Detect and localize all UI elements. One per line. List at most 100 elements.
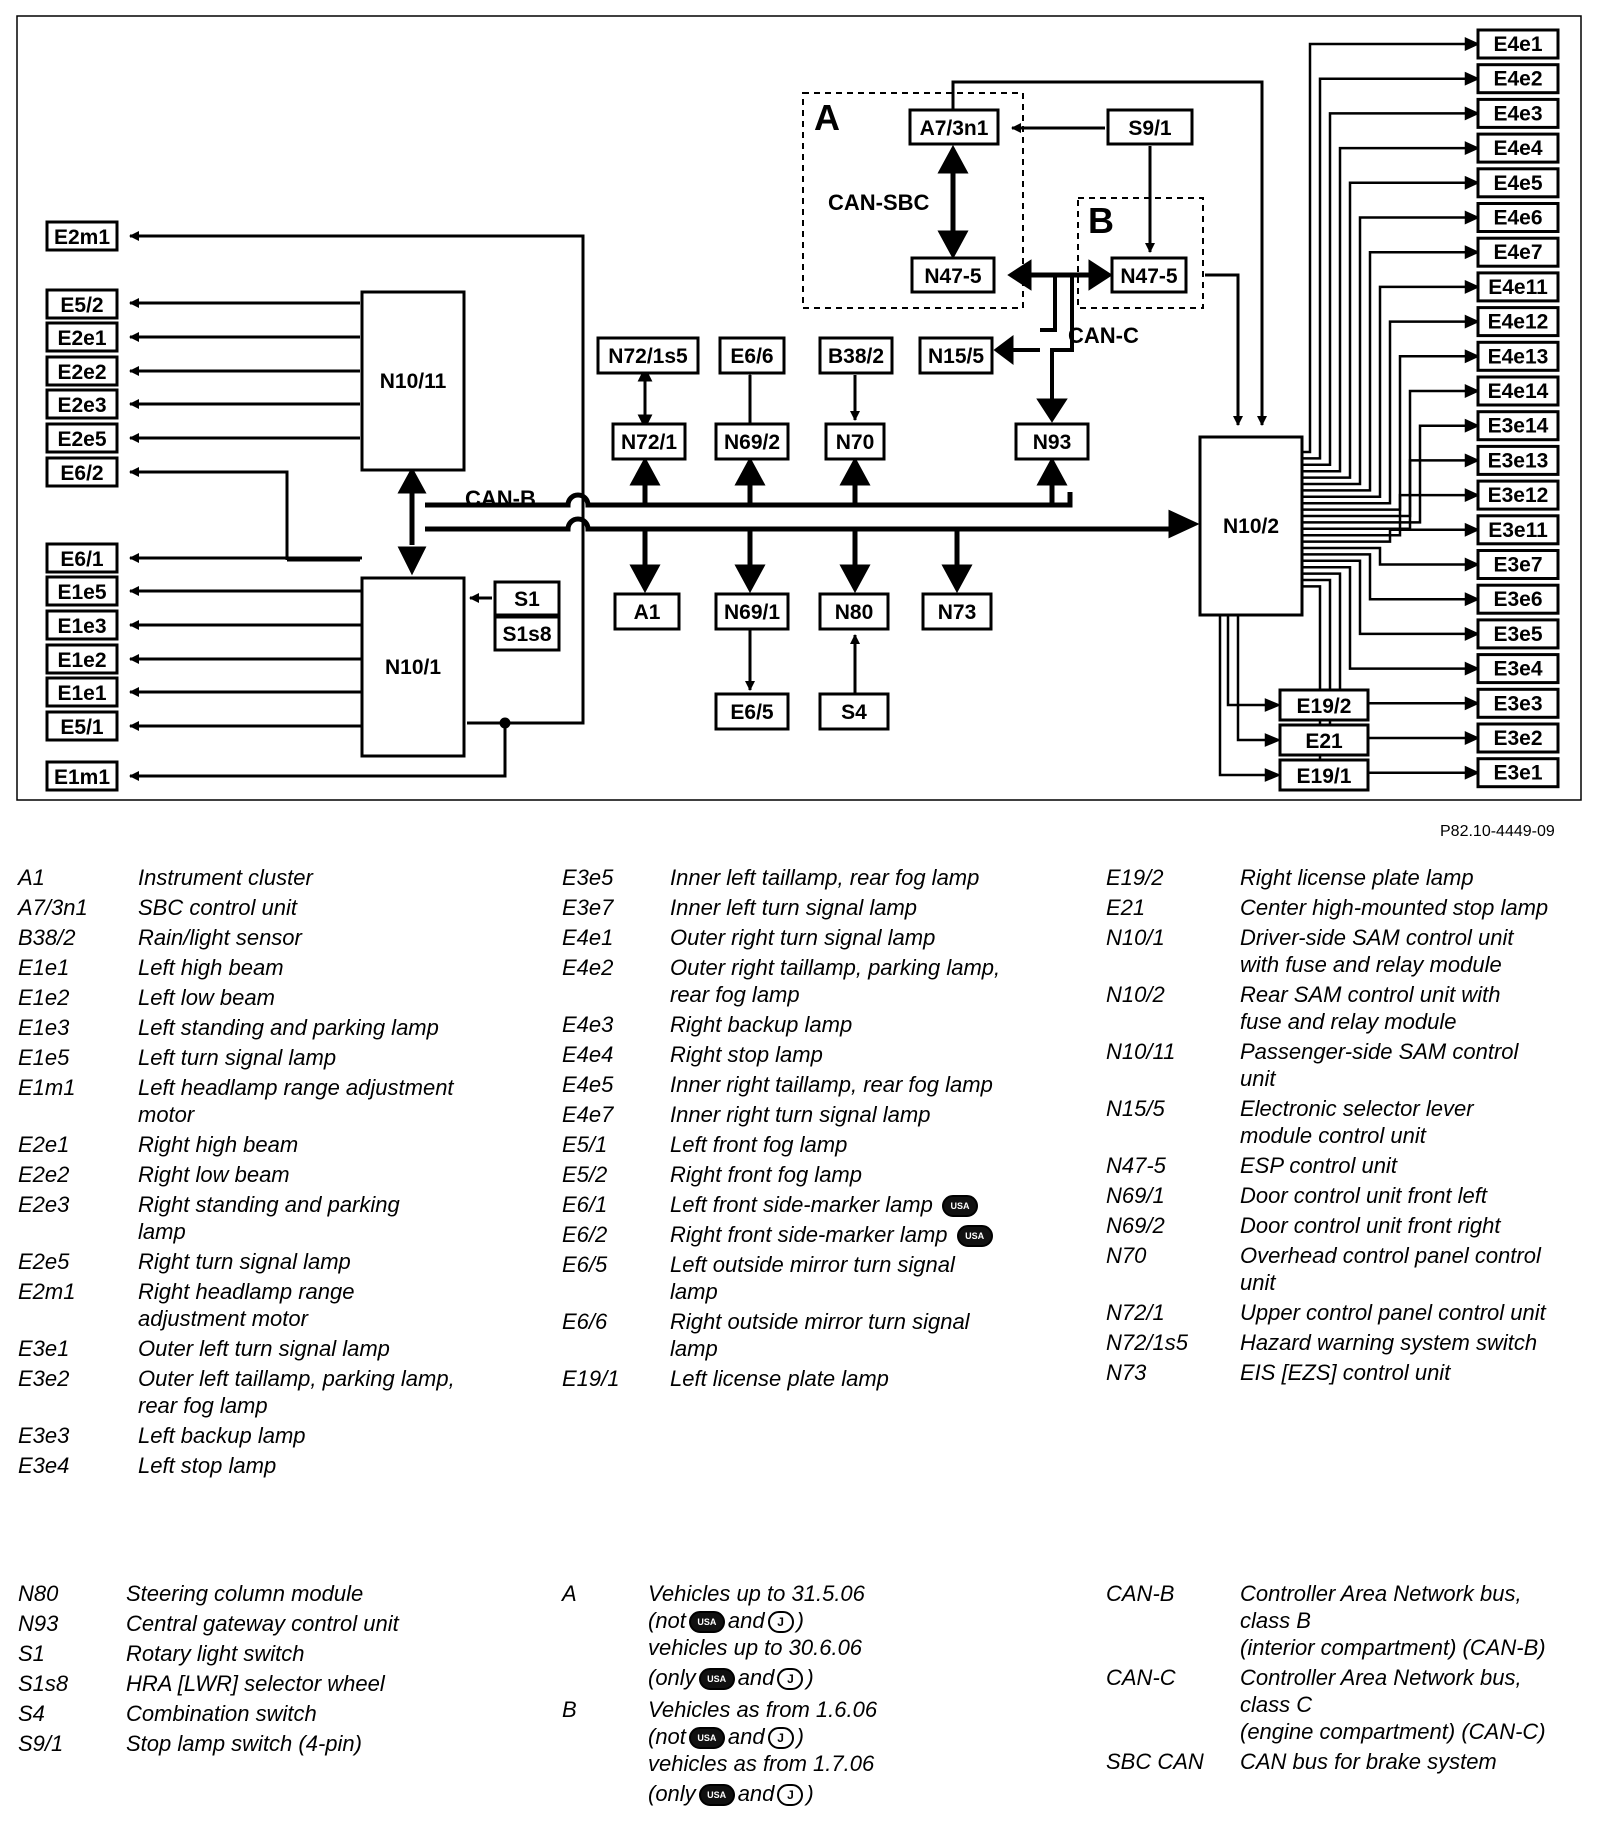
- box-label: E4e1: [1493, 33, 1542, 56]
- box-e2e1[interactable]: E2e1: [45, 321, 119, 353]
- box-n70[interactable]: N70: [824, 422, 886, 461]
- legend-code: E3e2: [18, 1366, 70, 1391]
- box-n69-2[interactable]: N69/2: [714, 422, 790, 461]
- box-e4e3[interactable]: E4e3: [1476, 97, 1560, 129]
- box-e3e13[interactable]: E3e13: [1476, 444, 1560, 476]
- box-e1e5[interactable]: E1e5: [45, 575, 119, 607]
- svg-text:N80: N80: [835, 601, 874, 624]
- legend-description: HRA [LWR] selector wheel: [126, 1671, 385, 1696]
- box-n72-1[interactable]: N72/1: [611, 422, 687, 461]
- box-e19-1[interactable]: E19/1: [1278, 758, 1370, 792]
- box-e4e11[interactable]: E4e11: [1476, 271, 1560, 303]
- component-boxes: A7/3n1 S9/1 N47-5 N47-5 E2m1 E5/2 E2e1 E…: [45, 108, 1370, 792]
- box-s4[interactable]: S4: [818, 692, 890, 731]
- legend-code: E6/1: [562, 1192, 608, 1217]
- n10-2-fanout: [1218, 37, 1481, 782]
- box-n10-11[interactable]: N10/11: [360, 290, 466, 472]
- box-e2e5[interactable]: E2e5: [45, 422, 119, 454]
- box-e6-6[interactable]: E6/6: [718, 336, 786, 375]
- legend-code: A7/3n1: [18, 895, 88, 920]
- box-s9-1[interactable]: S9/1: [1106, 108, 1194, 146]
- box-n93[interactable]: N93: [1014, 422, 1090, 461]
- fanout-arrowhead: [1464, 696, 1481, 711]
- box-e4e5[interactable]: E4e5: [1476, 167, 1560, 199]
- box-a7-3n1[interactable]: A7/3n1: [908, 108, 1000, 146]
- legend-description: Right low beam: [138, 1162, 290, 1187]
- box-e3e1[interactable]: E3e1: [1476, 757, 1560, 789]
- box-e6-5[interactable]: E6/5: [714, 692, 790, 731]
- box-e6-1[interactable]: E6/1: [45, 542, 119, 574]
- box-e3e3[interactable]: E3e3: [1476, 687, 1560, 719]
- fanout-wire: [1302, 565, 1476, 670]
- svg-text:N10/1: N10/1: [385, 656, 441, 679]
- box-e4e12[interactable]: E4e12: [1476, 306, 1560, 338]
- box-label: E3e7: [1493, 554, 1542, 577]
- svg-text:E5/1: E5/1: [60, 716, 104, 739]
- box-e1e3[interactable]: E1e3: [45, 609, 119, 641]
- lower-output-wire: [1236, 615, 1278, 742]
- box-e3e11[interactable]: E3e11: [1476, 514, 1560, 546]
- box-b38-2[interactable]: B38/2: [818, 336, 894, 375]
- box-e5-1[interactable]: E5/1: [45, 710, 119, 742]
- fanout-arrowhead: [1464, 626, 1481, 641]
- box-e4e4[interactable]: E4e4: [1476, 132, 1560, 164]
- box-a1[interactable]: A1: [613, 592, 681, 631]
- box-e3e5[interactable]: E3e5: [1476, 618, 1560, 650]
- fanout-arrowhead: [1464, 314, 1481, 329]
- svg-text:S9/1: S9/1: [1128, 117, 1172, 140]
- svg-text:E2m1: E2m1: [54, 226, 110, 249]
- box-e3e14[interactable]: E3e14: [1476, 410, 1560, 442]
- can-sbc-label: CAN-SBC: [828, 190, 930, 215]
- box-e3e4[interactable]: E3e4: [1476, 653, 1560, 685]
- box-e3e12[interactable]: E3e12: [1476, 479, 1560, 511]
- box-e3e7[interactable]: E3e7: [1476, 549, 1560, 580]
- box-e2e2[interactable]: E2e2: [45, 355, 119, 387]
- box-n80[interactable]: N80: [818, 592, 890, 631]
- box-e4e13[interactable]: E4e13: [1476, 340, 1560, 372]
- box-n47-5-a[interactable]: N47-5: [910, 256, 996, 294]
- box-e1m1[interactable]: E1m1: [45, 760, 119, 792]
- box-e4e6[interactable]: E4e6: [1476, 202, 1560, 233]
- box-n10-1[interactable]: N10/1: [360, 576, 466, 758]
- legend-description: Upper control panel control unit: [1240, 1300, 1546, 1325]
- box-e5-2[interactable]: E5/2: [45, 288, 119, 320]
- legend-description: Overhead control panel control: [1240, 1243, 1541, 1268]
- box-s1s8[interactable]: S1s8: [493, 615, 561, 652]
- box-e2m1[interactable]: E2m1: [45, 220, 119, 252]
- box-e2e3[interactable]: E2e3: [45, 388, 119, 420]
- legend-code: A1: [18, 865, 45, 890]
- svg-text:S1s8: S1s8: [502, 623, 551, 646]
- box-e19-2[interactable]: E19/2: [1278, 688, 1370, 722]
- box-e4e7[interactable]: E4e7: [1476, 236, 1560, 268]
- box-e6-2[interactable]: E6/2: [45, 456, 119, 488]
- box-e4e14[interactable]: E4e14: [1476, 375, 1560, 407]
- box-e4e1[interactable]: E4e1: [1476, 28, 1560, 60]
- box-s1[interactable]: S1: [493, 580, 561, 617]
- box-label: E3e14: [1488, 415, 1549, 438]
- box-e21[interactable]: E21: [1278, 723, 1370, 757]
- legend-description: Left backup lamp: [138, 1423, 306, 1448]
- box-e3e2[interactable]: E3e2: [1476, 722, 1560, 754]
- box-e4e2[interactable]: E4e2: [1476, 63, 1560, 95]
- legend-description: Instrument cluster: [138, 865, 313, 890]
- legend-code: E3e4: [18, 1453, 70, 1478]
- fanout-wire: [1302, 355, 1476, 511]
- box-label: E3e3: [1493, 692, 1542, 715]
- box-n73[interactable]: N73: [921, 592, 993, 631]
- legend-code: E5/2: [562, 1162, 608, 1187]
- box-n47-5-b[interactable]: N47-5: [1110, 256, 1188, 294]
- legend-text: (only: [648, 1665, 696, 1690]
- box-n69-1[interactable]: N69/1: [714, 592, 790, 631]
- box-n72-1s5[interactable]: N72/1s5: [596, 336, 700, 375]
- box-e1e2[interactable]: E1e2: [45, 643, 119, 675]
- box-n10-2[interactable]: N10/2: [1198, 435, 1304, 617]
- box-n15-5[interactable]: N15/5: [918, 336, 994, 375]
- legend-description: class B: [1240, 1608, 1311, 1633]
- box-e3e6[interactable]: E3e6: [1476, 583, 1560, 615]
- box-e1e1[interactable]: E1e1: [45, 676, 119, 708]
- fanout-arrowhead: [1464, 592, 1481, 607]
- legend-code: CAN-C: [1106, 1665, 1176, 1690]
- legend-description: CAN bus for brake system: [1240, 1749, 1497, 1774]
- legend-text: ): [796, 1608, 804, 1633]
